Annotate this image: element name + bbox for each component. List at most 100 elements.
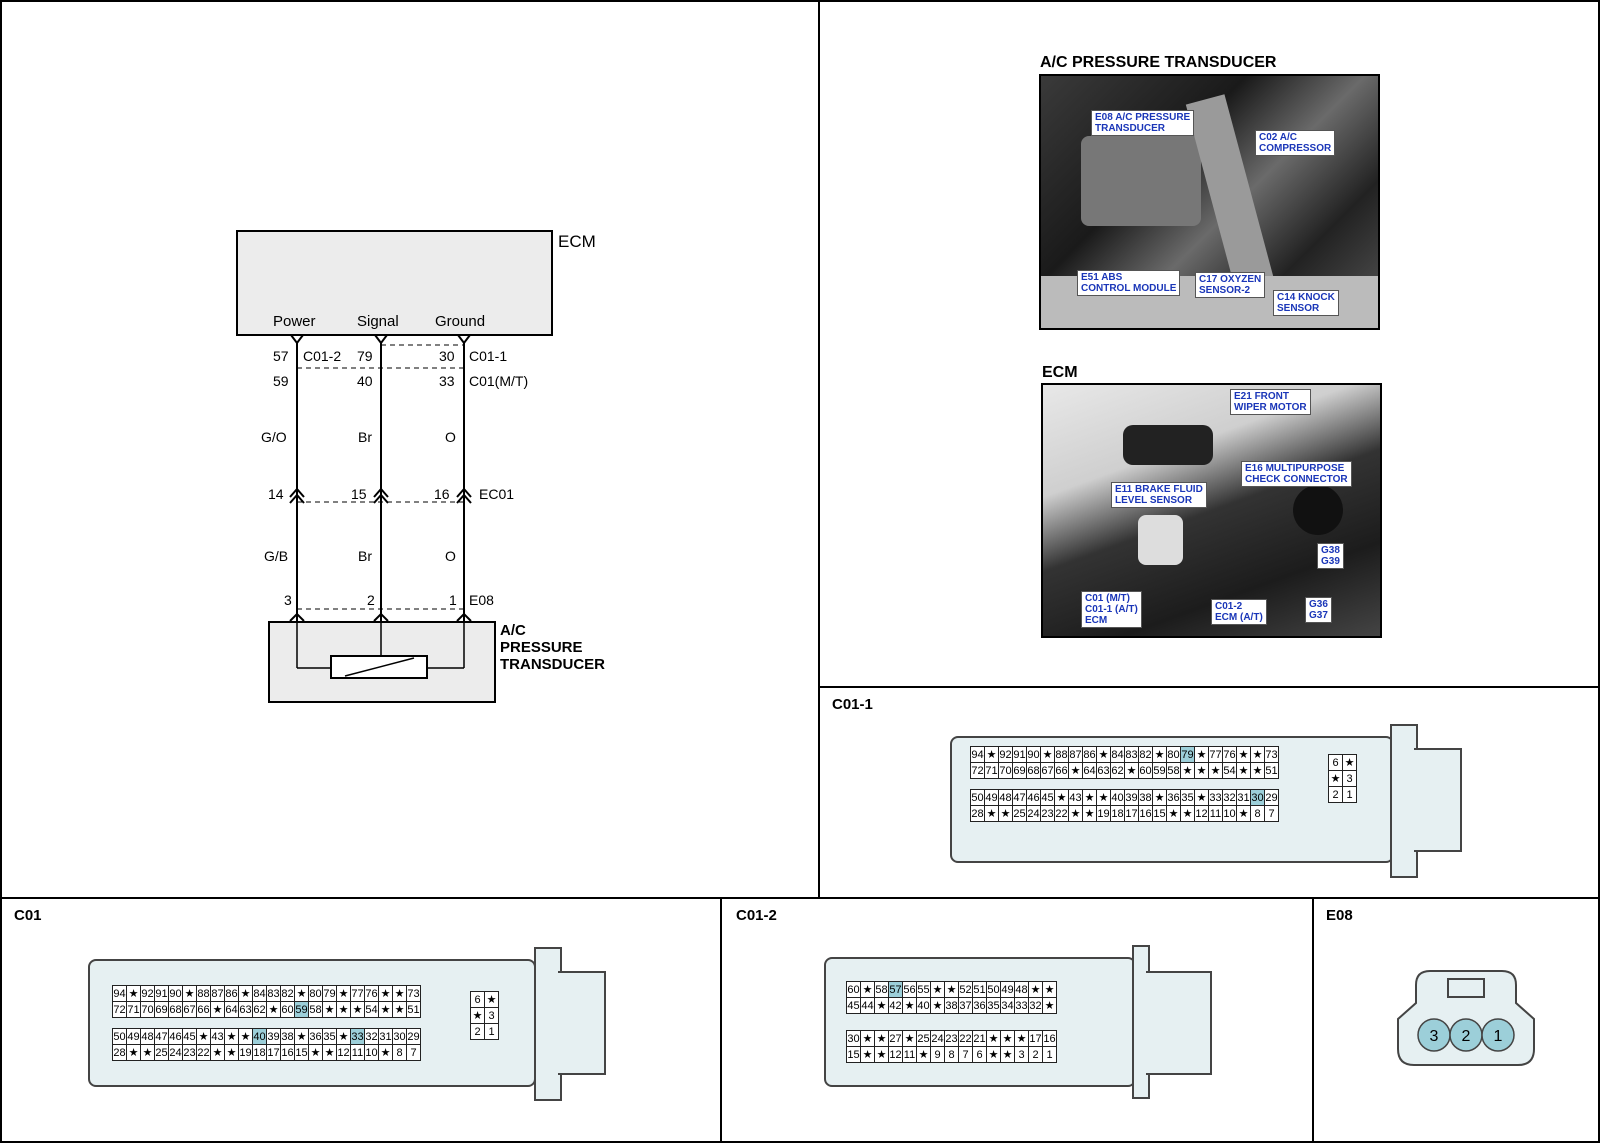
- c01-title: C01: [14, 907, 42, 924]
- c01-1-title: C01-1: [832, 696, 873, 713]
- c01-side-row: ★3: [470, 1007, 499, 1024]
- pin-15: 15: [351, 486, 367, 502]
- unused-pin-cell: ★: [210, 1001, 225, 1018]
- schematic-panel: ECM Power Signal Ground: [0, 0, 820, 899]
- pin-cell-31: 31: [378, 1028, 393, 1045]
- pin-cell-47: 47: [1012, 789, 1027, 806]
- pin-cell-67: 67: [1040, 762, 1055, 779]
- pin-cell-11: 11: [350, 1044, 365, 1061]
- pin-cell-6: 6: [972, 1046, 987, 1063]
- wires: [289, 334, 472, 622]
- pin-cell-56: 56: [902, 981, 917, 998]
- pin-cell-73: 73: [1264, 746, 1279, 763]
- pin-cell-79: 79: [1180, 746, 1195, 763]
- pin-cell-8: 8: [1250, 805, 1265, 822]
- callout-g38: G38 G39: [1317, 543, 1344, 569]
- pin-cell-77: 77: [350, 985, 365, 1002]
- unused-pin-cell: ★: [294, 985, 309, 1002]
- callout-c14: C14 KNOCK SENSOR: [1273, 290, 1339, 316]
- unused-pin-cell: ★: [998, 805, 1013, 822]
- pin-cell-28: 28: [112, 1044, 127, 1061]
- pin-cell-25: 25: [1012, 805, 1027, 822]
- pin-cell-92: 92: [998, 746, 1013, 763]
- pin-cell-30: 30: [1250, 789, 1265, 806]
- pin-cell-15: 15: [846, 1046, 861, 1063]
- unused-pin-cell: ★: [484, 991, 499, 1008]
- unused-pin-cell: ★: [930, 981, 945, 998]
- pin-cell-16: 16: [280, 1044, 295, 1061]
- pin-cell-49: 49: [126, 1028, 141, 1045]
- pin-cell-69: 69: [1012, 762, 1027, 779]
- pin-cell-43: 43: [1068, 789, 1083, 806]
- e08-pin-2-label: 2: [1462, 1028, 1471, 1045]
- pin-cell-50: 50: [112, 1028, 127, 1045]
- pin-cell-7: 7: [406, 1044, 421, 1061]
- unused-pin-cell: ★: [378, 1001, 393, 1018]
- ecm-box: [236, 230, 553, 336]
- c01-1-connector-latch: [1414, 748, 1462, 852]
- unused-pin-cell: ★: [322, 1044, 337, 1061]
- pin-cell-36: 36: [1166, 789, 1181, 806]
- pin-cell-29: 29: [406, 1028, 421, 1045]
- pin-cell-55: 55: [916, 981, 931, 998]
- pin-cell-49: 49: [984, 789, 999, 806]
- unused-pin-cell: ★: [1236, 762, 1251, 779]
- e08-title: E08: [1326, 907, 1353, 924]
- ecm-label: ECM: [558, 232, 596, 251]
- unused-pin-cell: ★: [1000, 1046, 1015, 1063]
- pin-cell-11: 11: [902, 1046, 917, 1063]
- unused-pin-cell: ★: [1068, 762, 1083, 779]
- unused-pin-cell: ★: [266, 1001, 281, 1018]
- unused-pin-cell: ★: [140, 1044, 155, 1061]
- pin-cell-15: 15: [1152, 805, 1167, 822]
- unused-pin-cell: ★: [238, 1028, 253, 1045]
- pin-cell-50: 50: [970, 789, 985, 806]
- pin-cell-44: 44: [860, 997, 875, 1014]
- unused-pin-cell: ★: [1082, 789, 1097, 806]
- pin-cell-7: 7: [1264, 805, 1279, 822]
- conn-c01-2-label: C01-2: [303, 348, 341, 364]
- pin-cell-40: 40: [916, 997, 931, 1014]
- pin-40: 40: [357, 373, 373, 389]
- unused-pin-cell: ★: [1082, 805, 1097, 822]
- pin-cell-36: 36: [308, 1028, 323, 1045]
- unused-pin-cell: ★: [224, 1028, 239, 1045]
- pin-cell-88: 88: [1054, 746, 1069, 763]
- pin-cell-54: 54: [1222, 762, 1237, 779]
- pin-cell-11: 11: [1208, 805, 1223, 822]
- pin-cell-8: 8: [392, 1044, 407, 1061]
- callout-e16: E16 MULTIPURPOSE CHECK CONNECTOR: [1241, 461, 1352, 487]
- pin-cell-45: 45: [1040, 789, 1055, 806]
- pin-cell-80: 80: [308, 985, 323, 1002]
- wire-color-br-top: Br: [358, 429, 372, 445]
- unused-pin-cell: ★: [1040, 746, 1055, 763]
- unused-pin-cell: ★: [1208, 762, 1223, 779]
- pin-cell-94: 94: [112, 985, 127, 1002]
- pin-cell-46: 46: [168, 1028, 183, 1045]
- unused-pin-cell: ★: [860, 1030, 875, 1047]
- pin-cell-59: 59: [294, 1001, 309, 1018]
- pin-cell-84: 84: [252, 985, 267, 1002]
- pin-cell-6: 6: [1328, 754, 1343, 771]
- conn-c01-1-label: C01-1: [469, 348, 507, 364]
- pin-cell-70: 70: [140, 1001, 155, 1018]
- callout-c17: C17 OXYZEN SENSOR-2: [1195, 272, 1266, 298]
- pin-33: 33: [439, 373, 455, 389]
- pin-cell-49: 49: [1000, 981, 1015, 998]
- pin-cell-62: 62: [252, 1001, 267, 1018]
- pin-cell-17: 17: [1028, 1030, 1043, 1047]
- pin-cell-58: 58: [1166, 762, 1181, 779]
- pin-16: 16: [434, 486, 450, 502]
- unused-pin-cell: ★: [336, 985, 351, 1002]
- pin-cell-34: 34: [1000, 997, 1015, 1014]
- ecm-pin-signal: Signal: [357, 313, 399, 330]
- pin-cell-60: 60: [846, 981, 861, 998]
- unused-pin-cell: ★: [916, 1046, 931, 1063]
